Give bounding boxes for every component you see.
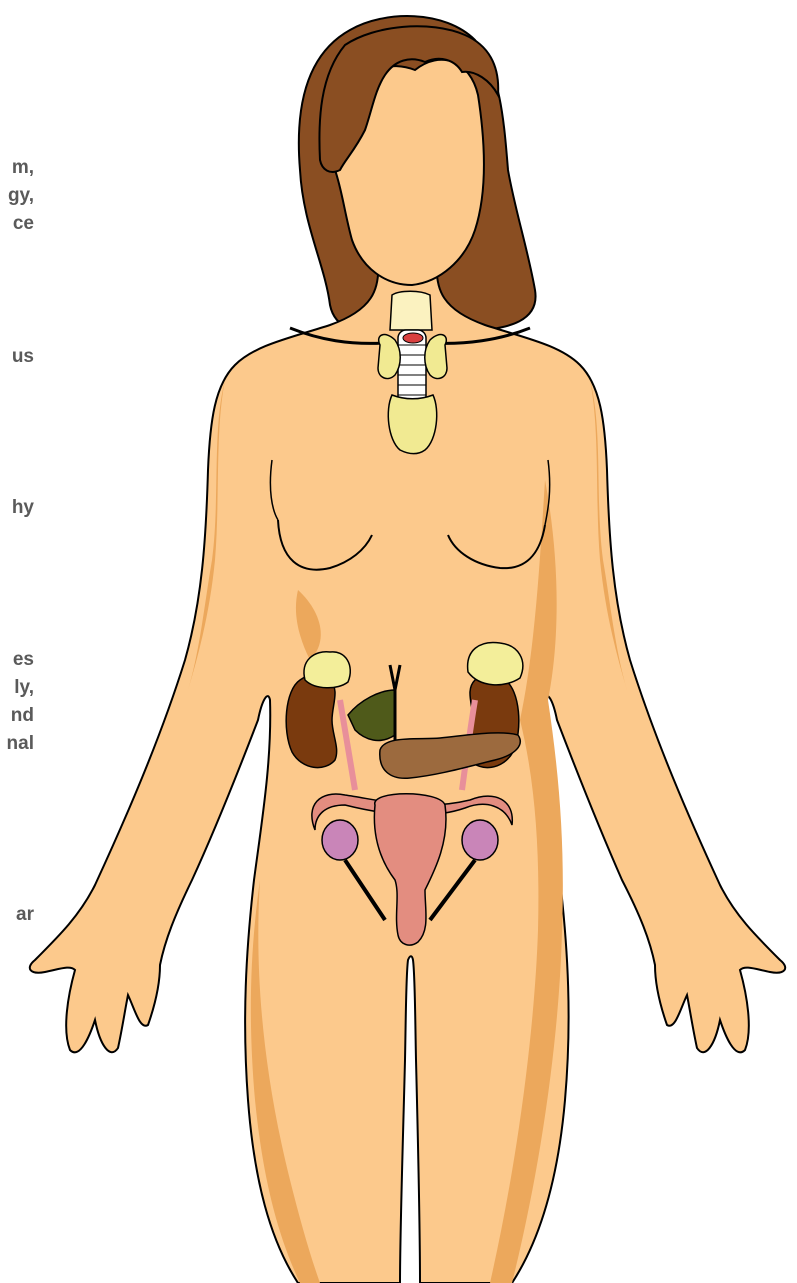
label-fragment: m, xyxy=(12,158,34,177)
label-fragment: es xyxy=(13,650,34,669)
left-ovary xyxy=(322,820,358,860)
right-adrenal xyxy=(468,642,523,684)
label-fragment: ar xyxy=(16,905,34,924)
label-fragment: gy, xyxy=(8,186,34,205)
label-fragment: nal xyxy=(7,734,34,753)
clipped-labels: m, gy, ce us hy es ly, nd nal ar xyxy=(0,0,40,1283)
left-adrenal xyxy=(304,652,350,688)
label-fragment: hy xyxy=(12,498,34,517)
label-fragment: ce xyxy=(13,214,34,233)
label-fragment: us xyxy=(12,347,34,366)
label-fragment: nd xyxy=(11,706,34,725)
label-fragment: ly, xyxy=(14,678,34,697)
right-ovary xyxy=(462,820,498,860)
